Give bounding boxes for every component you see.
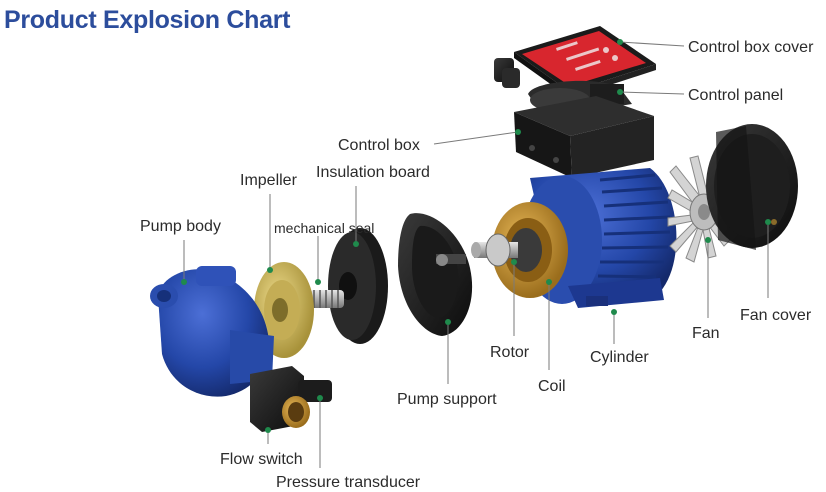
- label-pressure-transducer: Pressure transducer: [276, 474, 421, 491]
- cable-gland: [494, 58, 520, 88]
- label-fan: Fan: [692, 325, 720, 342]
- label-fan-cover: Fan cover: [740, 307, 812, 324]
- label-impeller: Impeller: [240, 172, 298, 189]
- label-control-panel: Control panel: [688, 87, 783, 104]
- pressure-transducer: [282, 396, 310, 428]
- label-control-box: Control box: [338, 137, 420, 154]
- pump-support: [398, 213, 473, 336]
- label-coil: Coil: [538, 378, 566, 395]
- label-control-box-cover: Control box cover: [688, 39, 814, 56]
- label-rotor: Rotor: [490, 344, 530, 361]
- fan-cover: [706, 124, 798, 250]
- rotor: [471, 233, 518, 267]
- leader-markers: [181, 39, 771, 433]
- page-title: Product Explosion Chart: [4, 6, 291, 34]
- label-insulation-board: Insulation board: [316, 164, 430, 181]
- leader-lines: [183, 41, 769, 468]
- label-pump-body: Pump body: [140, 218, 221, 235]
- impeller: [254, 262, 314, 358]
- mechanical-seal: [310, 290, 344, 308]
- label-flow-switch: Flow switch: [220, 451, 303, 468]
- coil: [492, 202, 568, 298]
- label-pump-support: Pump support: [397, 391, 497, 408]
- insulation-board: [328, 228, 388, 344]
- control-box: [514, 96, 654, 178]
- pump-body: [150, 266, 274, 397]
- label-cylinder: Cylinder: [590, 349, 649, 366]
- label-mechanical-seal: mechanical seal: [274, 220, 374, 236]
